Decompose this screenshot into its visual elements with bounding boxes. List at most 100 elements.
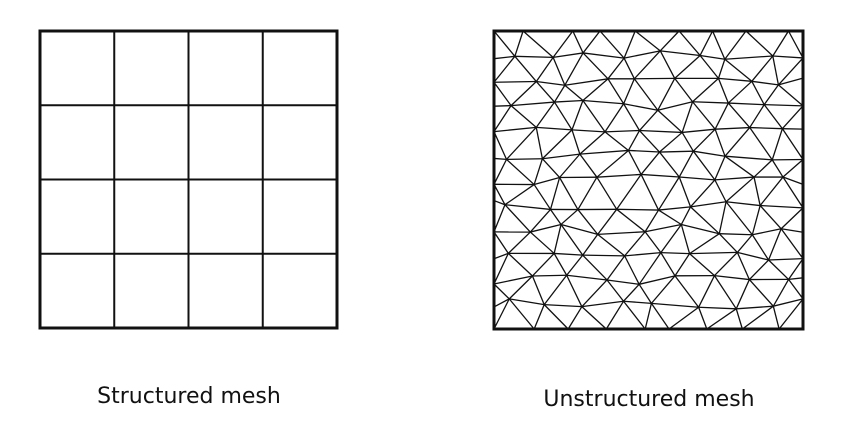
mesh-edge (749, 126, 783, 130)
mesh-edge (698, 306, 708, 330)
mesh-edge (533, 176, 560, 186)
mesh-edge (772, 55, 780, 86)
mesh-edge (504, 184, 535, 206)
mesh-edge (623, 300, 646, 330)
mesh-edge (596, 149, 629, 178)
mesh-edge (660, 50, 701, 57)
mesh-edge (597, 208, 618, 235)
mesh-edge (577, 209, 599, 235)
mesh-edge (572, 30, 584, 54)
mesh-edge (751, 80, 779, 86)
mesh-edge (650, 303, 670, 330)
mesh-edge (549, 209, 562, 225)
mesh-edge (623, 50, 661, 59)
mesh-edge (718, 201, 727, 234)
mesh-edge (764, 104, 804, 107)
mesh-edge (552, 30, 574, 58)
mesh-edge (787, 30, 804, 59)
mesh-edge (507, 252, 533, 277)
mesh-border (38, 29, 339, 330)
mesh-edge (582, 30, 601, 54)
mesh-edge (772, 55, 804, 59)
mesh-edge (559, 153, 581, 178)
mesh-edge (640, 174, 660, 211)
mesh-edge (506, 126, 537, 160)
mesh-edge (607, 57, 625, 80)
mesh-edge (727, 80, 753, 104)
mesh-edge (541, 129, 573, 160)
mesh-edge (763, 84, 779, 106)
mesh-edge (736, 252, 750, 280)
mesh-edge (771, 128, 783, 161)
mesh-edge (564, 84, 584, 102)
mesh-edge (493, 80, 537, 83)
mesh-edge (751, 205, 761, 235)
mesh-edge (778, 298, 804, 330)
mesh-edge (623, 30, 636, 59)
mesh-edge (678, 150, 694, 178)
mesh-edge (714, 251, 738, 277)
mesh-edge (657, 101, 693, 111)
mesh-edge (782, 176, 804, 186)
mesh-edge (544, 303, 582, 308)
mesh-edge (674, 275, 700, 308)
mesh-edge (533, 304, 545, 330)
mesh-edge (638, 283, 652, 304)
mesh-edge (659, 30, 680, 52)
mesh-edge (715, 126, 750, 130)
mesh-edge (638, 252, 662, 285)
mesh-edge (566, 254, 584, 276)
mesh-edge (506, 158, 535, 186)
mesh-edge (681, 132, 694, 152)
mesh-edge (690, 201, 727, 208)
mesh-edge (639, 109, 659, 131)
mesh-edge (714, 176, 755, 181)
mesh-edge (507, 231, 531, 254)
mesh-edge (725, 201, 753, 236)
mesh-edge (772, 279, 790, 307)
mesh-edge (781, 128, 804, 160)
mesh-edge (552, 57, 566, 86)
mesh-edge (778, 77, 804, 86)
mesh-edge (644, 209, 660, 233)
mesh-edge (514, 30, 524, 57)
mesh-edge (748, 259, 770, 281)
mesh-edge (530, 223, 562, 233)
mesh-edge (531, 252, 555, 277)
mesh-edge (529, 209, 552, 233)
mesh-edge (763, 104, 783, 130)
mesh-edge (582, 254, 608, 281)
mesh-edge (624, 252, 661, 257)
mesh-border (492, 29, 805, 331)
mesh-edge (724, 127, 751, 157)
mesh-edge (506, 158, 543, 161)
mesh-edge (628, 149, 660, 153)
mesh-edge (780, 207, 804, 230)
mesh-edge (536, 126, 573, 131)
mesh-edge (510, 105, 537, 128)
mesh-edge (577, 176, 598, 210)
mesh-edge (644, 303, 653, 330)
mesh-edge (533, 184, 552, 210)
structured-mesh-label: Structured mesh (97, 384, 281, 409)
mesh-edge (692, 77, 719, 103)
mesh-edge (582, 52, 609, 80)
mesh-edge (535, 81, 555, 103)
mesh-edge (582, 99, 624, 105)
mesh-edge (605, 300, 625, 330)
mesh-edge (689, 253, 715, 277)
mesh-edge (493, 283, 510, 300)
mesh-edge (510, 101, 555, 107)
mesh-edge (542, 153, 580, 160)
mesh-edge (690, 179, 716, 208)
mesh-edge (543, 274, 568, 306)
mesh-edge (660, 252, 676, 277)
mesh-edge (553, 224, 562, 254)
mesh-edge (714, 274, 750, 281)
mesh-edge (582, 78, 609, 102)
mesh-edge (604, 129, 640, 133)
mesh-edge (772, 30, 790, 57)
mesh-edge (627, 130, 641, 151)
mesh-edge (510, 81, 537, 107)
mesh-edge (493, 183, 506, 206)
